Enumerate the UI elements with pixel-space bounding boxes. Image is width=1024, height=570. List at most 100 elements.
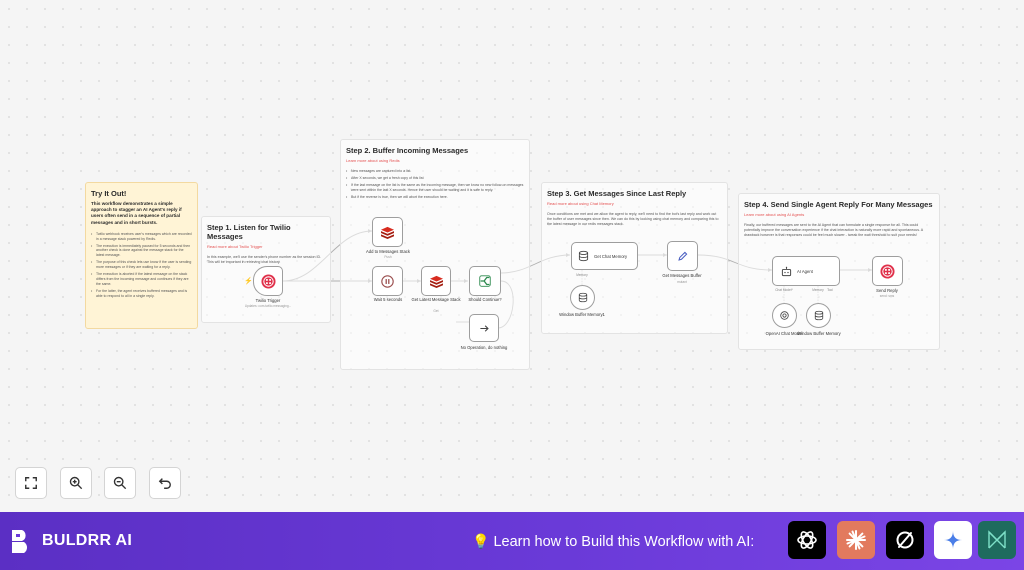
trigger-bolt-icon: ⚡ <box>244 278 253 285</box>
list-item: The execution is immediately paused for … <box>91 244 192 259</box>
chat-model-port-label: Chat Model* <box>775 288 793 292</box>
zoom-out-button[interactable] <box>104 467 136 499</box>
redis-icon <box>429 275 443 288</box>
node-window-buffer-2[interactable] <box>806 303 831 328</box>
wait-label: Wait 5 seconds <box>373 297 403 302</box>
workflow-canvas[interactable]: Try It Out! This workflow demonstrates a… <box>0 0 1024 512</box>
node-wait[interactable] <box>372 266 403 296</box>
pencil-icon <box>678 251 688 261</box>
cta: 💡 Learn how to Build this Workflow with … <box>472 533 754 550</box>
node-send-reply[interactable] <box>872 256 903 286</box>
footer-banner: BULDRR AI 💡 Learn how to Build this Work… <box>0 512 1024 570</box>
list-item: For the latter, the agent receives buffe… <box>91 289 192 299</box>
sticky-intro[interactable]: Try It Out! This workflow demonstrates a… <box>85 182 198 329</box>
brand-name: BULDRR AI <box>42 532 133 549</box>
node-window-buffer-1[interactable] <box>570 285 595 310</box>
perplexity-button[interactable] <box>886 521 924 559</box>
database-icon <box>578 292 587 303</box>
pause-icon <box>381 274 394 288</box>
twilio-trigger-sub: Updates: com.twilio.messaging... <box>244 304 292 308</box>
node-get-messages-buffer[interactable] <box>667 241 698 271</box>
step4-title: Step 4. Send Single Agent Reply For Many… <box>744 200 933 209</box>
chatgpt-button[interactable] <box>788 521 826 559</box>
list-item: The purpose of this check lets use know … <box>91 260 192 270</box>
openai-icon <box>780 311 789 320</box>
arrow-right-icon <box>479 324 489 332</box>
step2-title: Step 2. Buffer Incoming Messages <box>346 146 469 155</box>
window-buffer-2-label: Window Buffer Memory <box>797 331 841 336</box>
step1-link[interactable]: Read more about Twilio Trigger <box>207 244 263 249</box>
node-get-latest[interactable] <box>421 266 451 296</box>
memory-port-label: Memory <box>576 273 588 277</box>
get-latest-label: Get Latest Message Stack <box>411 297 461 302</box>
lightbulb-icon: 💡 <box>472 533 490 549</box>
manus-icon <box>988 530 1006 549</box>
zoom-in-icon <box>69 476 83 490</box>
step3-title: Step 3. Get Messages Since Last Reply <box>547 189 687 198</box>
robot-icon <box>781 266 792 276</box>
list-item: But if the reverse is true, then we will… <box>346 195 524 200</box>
database-icon <box>814 310 823 321</box>
node-get-chat-memory[interactable]: Get Chat Memory <box>571 242 638 270</box>
step4-text: Finally, our buffered messages are sent … <box>744 223 923 238</box>
fullscreen-icon <box>25 477 37 489</box>
undo-icon <box>158 478 171 489</box>
add-to-stack-sub: Push <box>384 255 392 259</box>
window-buffer-1-label: Window Buffer Memory1 <box>559 312 605 317</box>
sticky-intro-list: Twilio webhook receives user's messages … <box>91 232 192 299</box>
get-chat-memory-label: Get Chat Memory <box>594 253 628 259</box>
if-icon <box>479 275 491 287</box>
send-reply-sub: send: sms <box>879 294 895 298</box>
gemini-button[interactable] <box>934 521 972 559</box>
node-openai-chat-model[interactable] <box>772 303 797 328</box>
claude-button[interactable] <box>837 521 875 559</box>
twilio-icon <box>880 263 895 279</box>
undo-button[interactable] <box>149 467 181 499</box>
get-latest-sub: Get <box>433 309 439 313</box>
brand[interactable]: BULDRR AI <box>10 528 132 555</box>
step3-link[interactable]: Read more about using Chat Memory <box>547 201 614 206</box>
gemini-icon <box>943 530 963 550</box>
sticky-step4[interactable]: Step 4. Send Single Agent Reply For Many… <box>738 193 940 350</box>
tool-port-label: Tool <box>827 288 833 292</box>
sticky-intro-text: This workflow demonstrates a simple appr… <box>91 201 182 225</box>
buldrr-logo-icon <box>12 529 28 553</box>
step3-text: Once conditions are met and we allow the… <box>547 212 719 227</box>
step2-link[interactable]: Learn more about using Redis <box>346 158 400 163</box>
cta-text: Learn how to Build this Workflow with AI… <box>493 533 755 550</box>
list-item: If the last message on the list is the s… <box>346 183 524 193</box>
manus-button[interactable] <box>978 521 1016 559</box>
database-icon <box>578 250 589 262</box>
node-no-operation[interactable] <box>469 314 499 342</box>
list-item: Twilio webhook receives user's messages … <box>91 232 192 242</box>
step2-list: New messages are captured into a list. A… <box>346 169 524 199</box>
twilio-trigger-label: Twilio Trigger <box>255 298 281 303</box>
node-add-to-stack[interactable] <box>372 217 403 247</box>
step1-title: Step 1. Listen for Twilio Messages <box>207 223 291 241</box>
send-reply-label: Send Reply <box>876 288 898 293</box>
claude-icon <box>846 530 866 550</box>
perplexity-icon <box>896 531 914 549</box>
chatgpt-icon <box>797 531 817 549</box>
node-ai-agent[interactable]: AI Agent <box>772 256 840 286</box>
zoom-in-button[interactable] <box>60 467 92 499</box>
node-twilio-trigger[interactable] <box>253 266 283 296</box>
get-messages-buffer-sub: mutant <box>677 280 687 284</box>
zoom-out-icon <box>113 476 127 490</box>
ai-agent-label: AI Agent <box>797 268 813 274</box>
should-continue-label: Should Continue? <box>468 297 502 302</box>
step4-link[interactable]: Learn more about using AI Agents <box>744 212 805 217</box>
sticky-intro-title: Try It Out! <box>91 189 127 198</box>
node-should-continue[interactable] <box>469 266 501 296</box>
redis-icon <box>381 226 394 239</box>
get-messages-buffer-label: Get Messages Buffer <box>662 273 702 278</box>
memory-port-label: Memory <box>812 288 824 292</box>
list-item: New messages are captured into a list. <box>346 169 524 174</box>
openai-chat-model-label: OpenAI Chat Model <box>765 331 803 336</box>
step1-text: In this example, we'll use the sender's … <box>207 255 322 265</box>
add-to-stack-label: Add to Messages Stack <box>366 249 410 254</box>
list-item: The execution is aborted if the latest m… <box>91 272 192 287</box>
fit-view-button[interactable] <box>15 467 47 499</box>
list-item: After X seconds, we get a fresh copy of … <box>346 176 524 181</box>
twilio-icon <box>260 273 276 289</box>
